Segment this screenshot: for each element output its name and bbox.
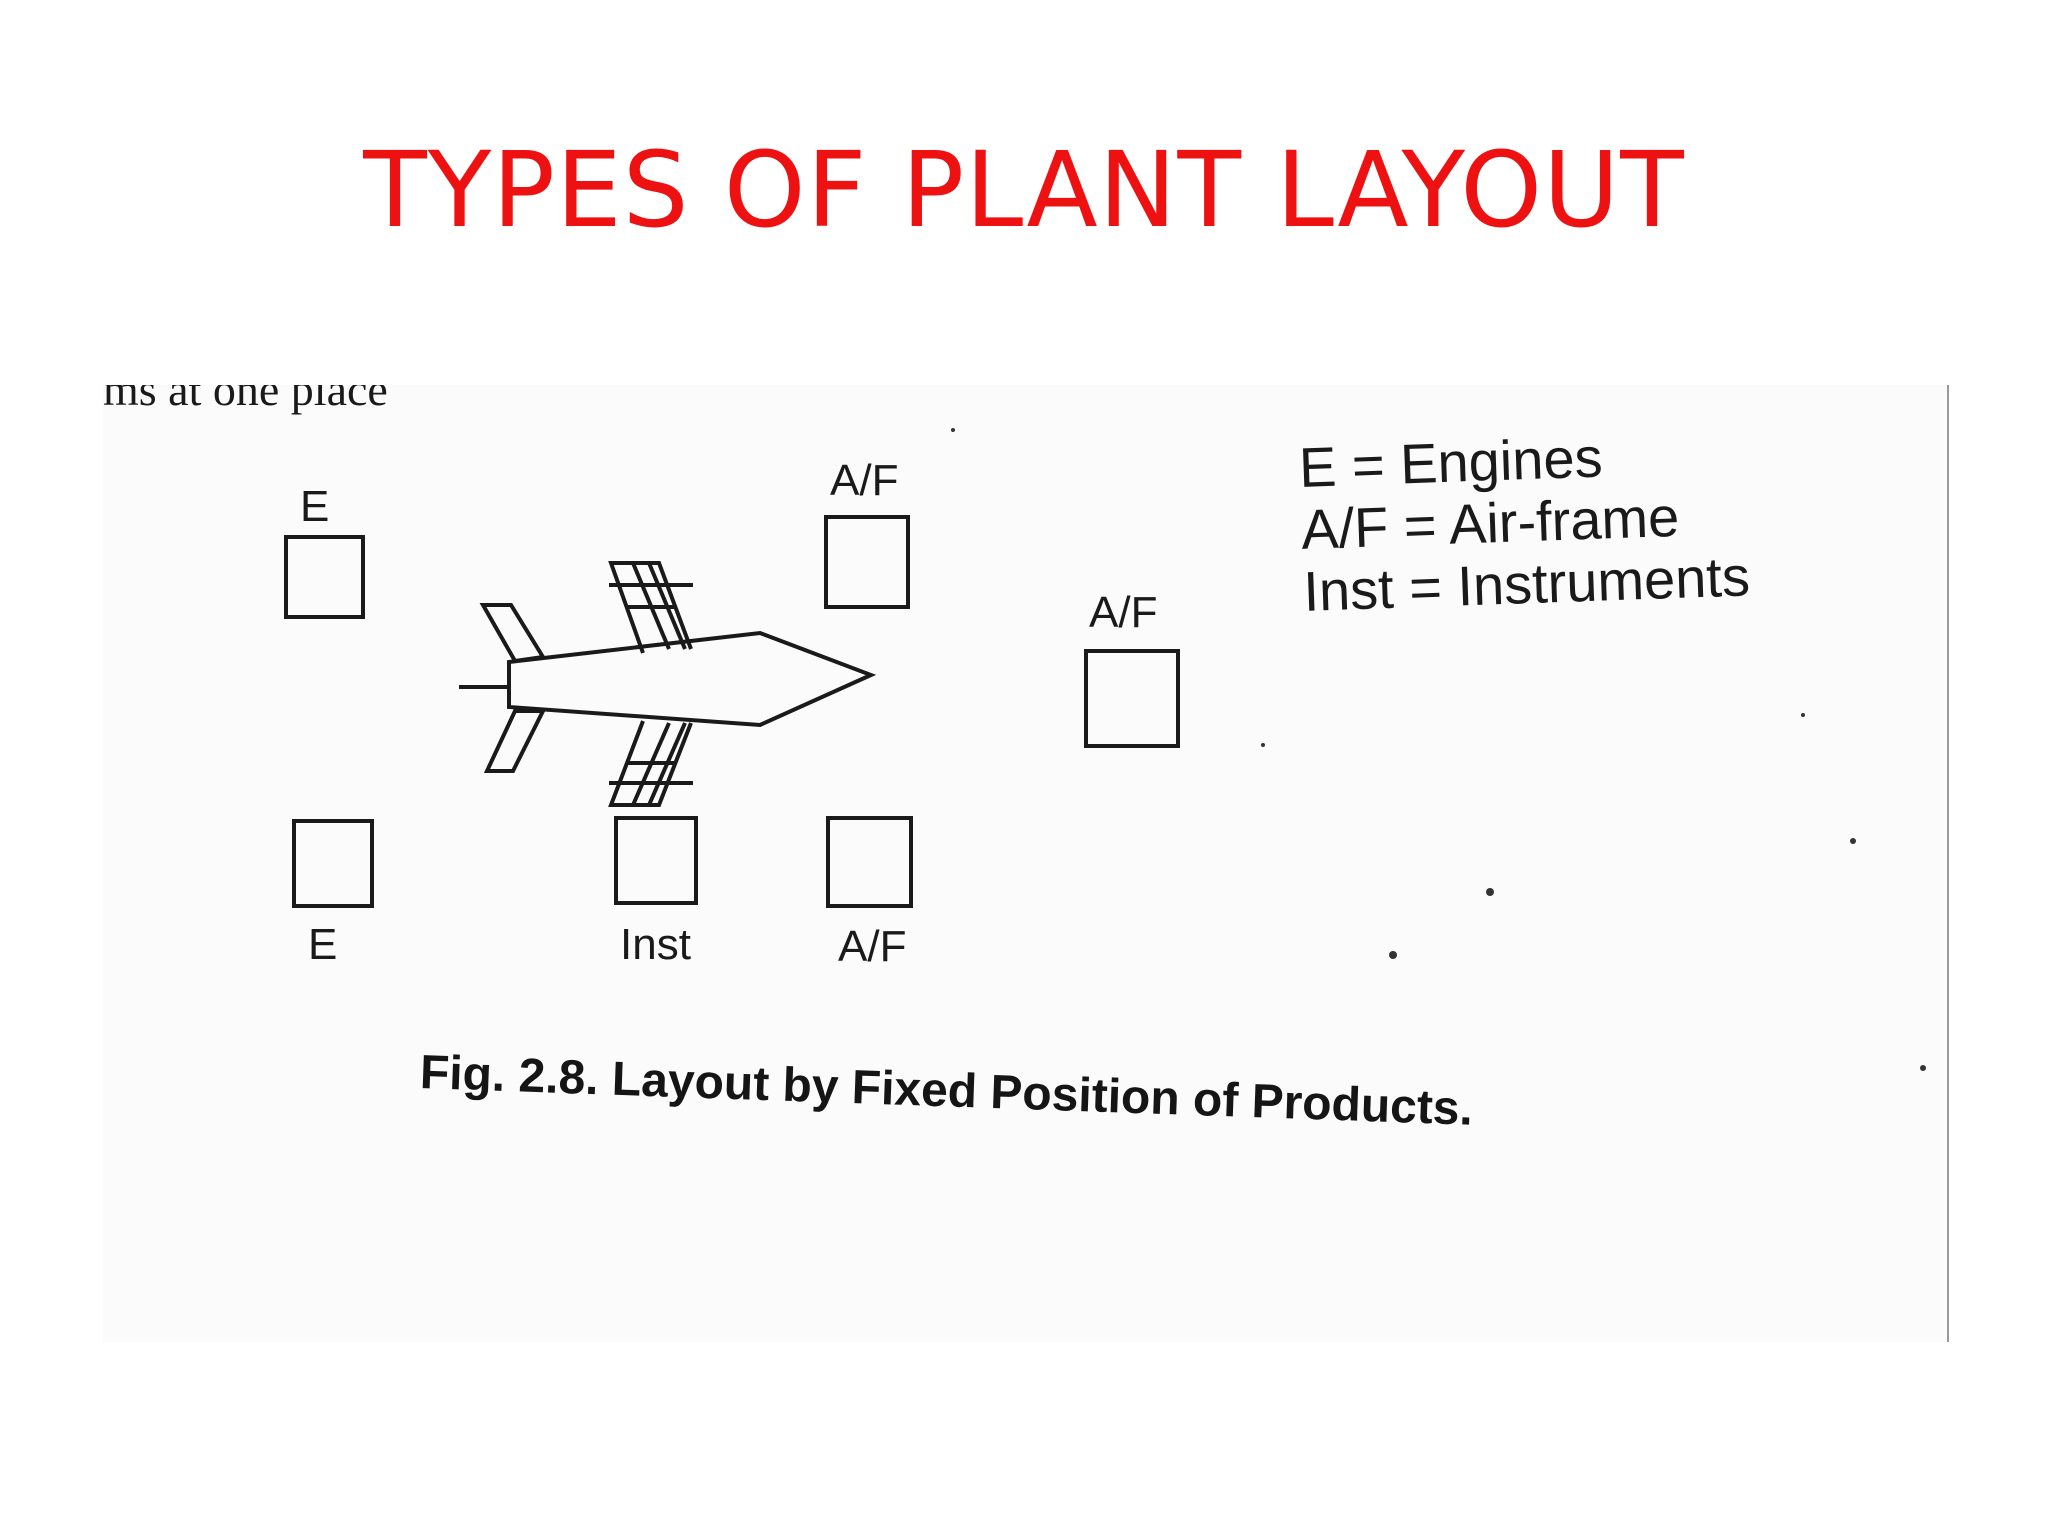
- layout-diagram: [284, 428, 1926, 1071]
- station-label-instruments: Inst: [620, 920, 691, 969]
- cut-off-text: ms at one place: [103, 385, 388, 415]
- aircraft-fuselage: [507, 630, 877, 728]
- station-box-engine-bottom: [292, 819, 374, 908]
- station-box-airframe-bottom: [826, 816, 913, 908]
- station-label-airframe-top: A/F: [830, 456, 899, 505]
- station-label-engine-top: E: [300, 482, 330, 531]
- slide-title: TYPES OF PLANT LAYOUT: [363, 129, 1685, 251]
- station-box-instruments: [614, 816, 698, 905]
- aircraft-wing-lower: [608, 720, 693, 807]
- scan-speckles: [951, 428, 1926, 1071]
- legend: E = Engines A/F = Air-frame Inst = Instr…: [1298, 421, 1751, 622]
- station-label-airframe-bottom: A/F: [838, 922, 907, 971]
- aircraft-wing-upper: [608, 561, 693, 654]
- station-label-airframe-right: A/F: [1089, 588, 1158, 637]
- aircraft-drawing: [459, 561, 877, 807]
- aircraft-tail-fin-upper: [479, 603, 547, 664]
- station-label-engine-bottom: E: [308, 920, 338, 969]
- scanned-figure: ms at one place: [103, 385, 1949, 1342]
- station-box-airframe-top: [824, 515, 910, 609]
- station-box-engine-top: [284, 535, 365, 619]
- station-box-airframe-right: [1084, 649, 1180, 748]
- aircraft-tail-fin-lower: [483, 709, 547, 773]
